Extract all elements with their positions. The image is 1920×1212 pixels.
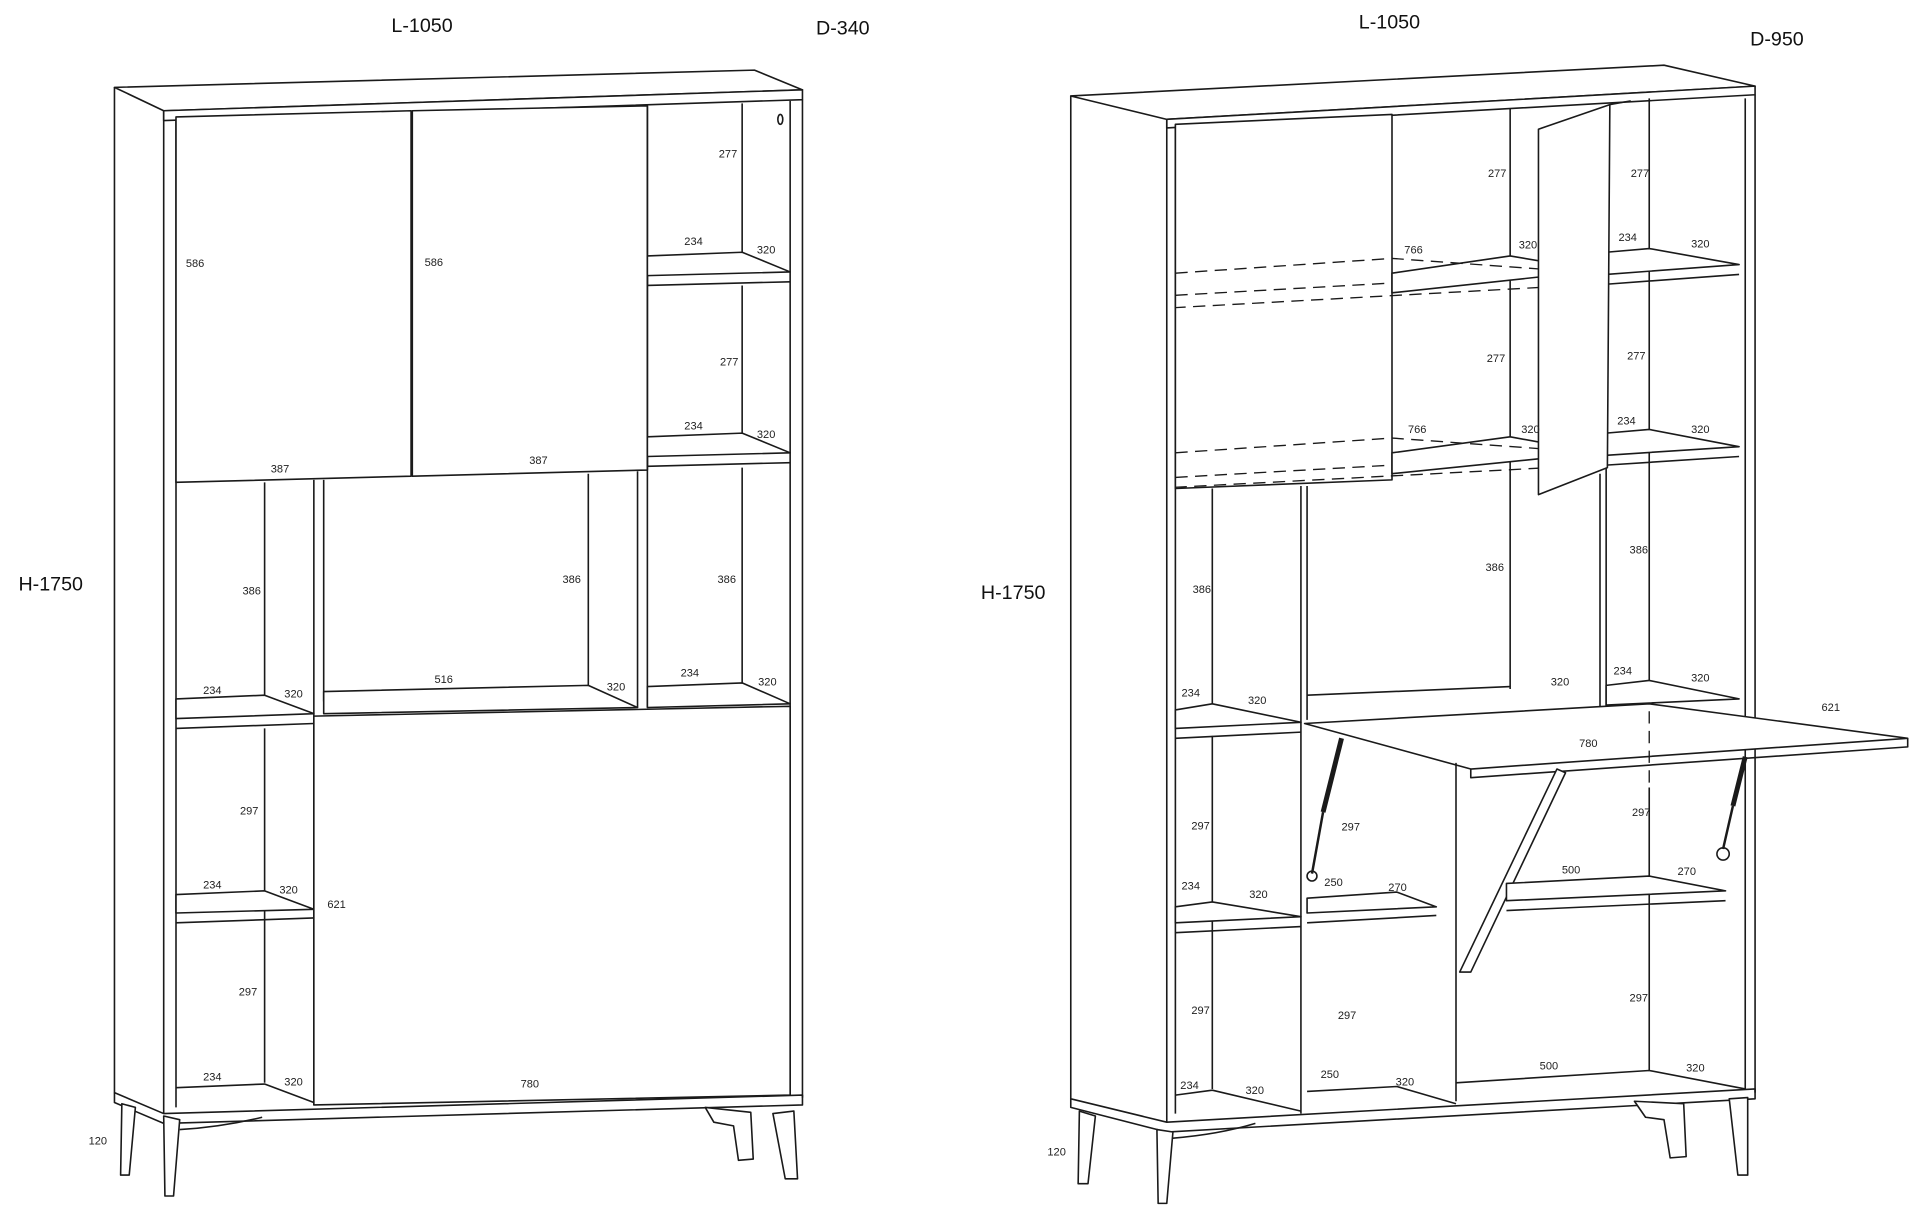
dim-label: 297 <box>1191 820 1209 832</box>
dim-label: 277 <box>719 148 737 160</box>
dim-label: 586 <box>186 258 204 270</box>
leg <box>1728 1096 1749 1176</box>
upper-left-door <box>175 109 412 484</box>
dim-label: 320 <box>758 676 776 688</box>
dim-label: 234 <box>684 236 702 248</box>
dim-label: 297 <box>1338 1010 1356 1022</box>
dim-label: 387 <box>271 463 289 475</box>
dim-label: 320 <box>1521 424 1539 436</box>
dim-label: 621 <box>1822 702 1840 714</box>
dim-label: 621 <box>327 899 345 911</box>
dim-label: 277 <box>1487 353 1505 365</box>
dim-label: 277 <box>1488 168 1506 180</box>
dim-label: 234 <box>203 879 221 891</box>
depth-label: D-950 <box>1750 29 1804 51</box>
dim-label: 320 <box>757 244 775 256</box>
dim-label: 270 <box>1388 882 1406 894</box>
dim-label: 234 <box>203 1071 221 1083</box>
leg-height-label: 120 <box>1047 1146 1065 1158</box>
leg <box>1077 1110 1097 1185</box>
dim-label: 320 <box>1396 1076 1414 1088</box>
dim-label: 297 <box>1630 993 1648 1005</box>
dim-label: 234 <box>1617 416 1635 428</box>
dim-label: 386 <box>718 574 736 586</box>
dim-label: 320 <box>1691 424 1709 436</box>
dim-label: 297 <box>1342 822 1360 834</box>
open-cabinet-drawing <box>1069 64 1909 1205</box>
dim-label: 297 <box>1191 1005 1209 1017</box>
dim-label: 277 <box>1631 168 1649 180</box>
dim-label: 234 <box>1614 665 1632 677</box>
dim-label: 387 <box>529 455 547 467</box>
dim-label: 234 <box>1182 881 1200 893</box>
dim-label: 320 <box>1551 676 1569 688</box>
dim-label: 320 <box>1686 1063 1704 1075</box>
dim-label: 386 <box>242 585 260 597</box>
dim-label: 320 <box>757 429 775 441</box>
dim-label: 320 <box>1691 238 1709 250</box>
dim-label: 780 <box>521 1079 539 1091</box>
dim-label: 250 <box>1321 1069 1339 1081</box>
dim-label: 277 <box>1627 350 1645 362</box>
open-side-door <box>1537 103 1611 496</box>
dim-label: 320 <box>284 1076 302 1088</box>
height-label: H-1750 <box>18 574 83 596</box>
leg <box>1156 1128 1174 1205</box>
dim-label: 766 <box>1404 244 1422 256</box>
dim-label: 277 <box>720 356 738 368</box>
depth-label: D-340 <box>816 17 870 39</box>
dim-label: 234 <box>203 685 221 697</box>
dim-label: 320 <box>284 689 302 701</box>
leg <box>704 1106 755 1162</box>
dim-label: 250 <box>1324 877 1342 889</box>
open-cabinet-labels: L-1050 D-950 H-1750 120 277 277 766 320 … <box>981 11 1840 1158</box>
dim-label: 320 <box>1691 673 1709 685</box>
dim-label: 386 <box>1193 584 1211 596</box>
dim-label: 297 <box>1632 807 1650 819</box>
leg <box>1633 1100 1687 1159</box>
width-label: L-1050 <box>391 15 452 37</box>
desk-support <box>1458 768 1567 973</box>
dim-label: 234 <box>1180 1080 1198 1092</box>
leg <box>162 1115 181 1197</box>
width-label: L-1050 <box>1359 11 1420 33</box>
dim-label: 386 <box>1486 562 1504 574</box>
dim-label: 500 <box>1562 865 1580 877</box>
dim-label: 270 <box>1678 866 1696 878</box>
closed-cabinet-labels: L-1050 D-340 H-1750 120 586 586 387 387 … <box>18 15 869 1147</box>
dim-label: 234 <box>1618 232 1636 244</box>
leg-height-label: 120 <box>89 1135 107 1147</box>
dim-label: 386 <box>1630 545 1648 557</box>
dim-label: 320 <box>279 884 297 896</box>
leg <box>119 1102 137 1176</box>
dim-label: 320 <box>1519 240 1537 252</box>
dim-label: 234 <box>684 420 702 432</box>
dim-label: 516 <box>434 674 452 686</box>
dim-label: 586 <box>425 257 443 269</box>
dim-label: 766 <box>1408 424 1426 436</box>
dim-label: 234 <box>1182 687 1200 699</box>
drop-down-flap <box>313 705 791 1106</box>
dim-label: 500 <box>1540 1060 1558 1072</box>
leg <box>772 1110 799 1180</box>
dim-label: 386 <box>562 574 580 586</box>
dim-label: 320 <box>607 681 625 693</box>
dim-label: 320 <box>1249 889 1267 901</box>
dim-label: 234 <box>681 668 699 680</box>
upper-middle-door <box>411 105 649 477</box>
dim-label: 320 <box>1246 1085 1264 1097</box>
desk-flap <box>1303 703 1909 770</box>
dim-label: 320 <box>1248 695 1266 707</box>
closed-cabinet-drawing <box>113 69 804 1197</box>
dim-label: 297 <box>240 806 258 818</box>
height-label: H-1750 <box>981 582 1046 604</box>
dim-label: 297 <box>239 986 257 998</box>
gas-strut <box>1306 737 1748 882</box>
dim-label: 780 <box>1579 738 1597 750</box>
